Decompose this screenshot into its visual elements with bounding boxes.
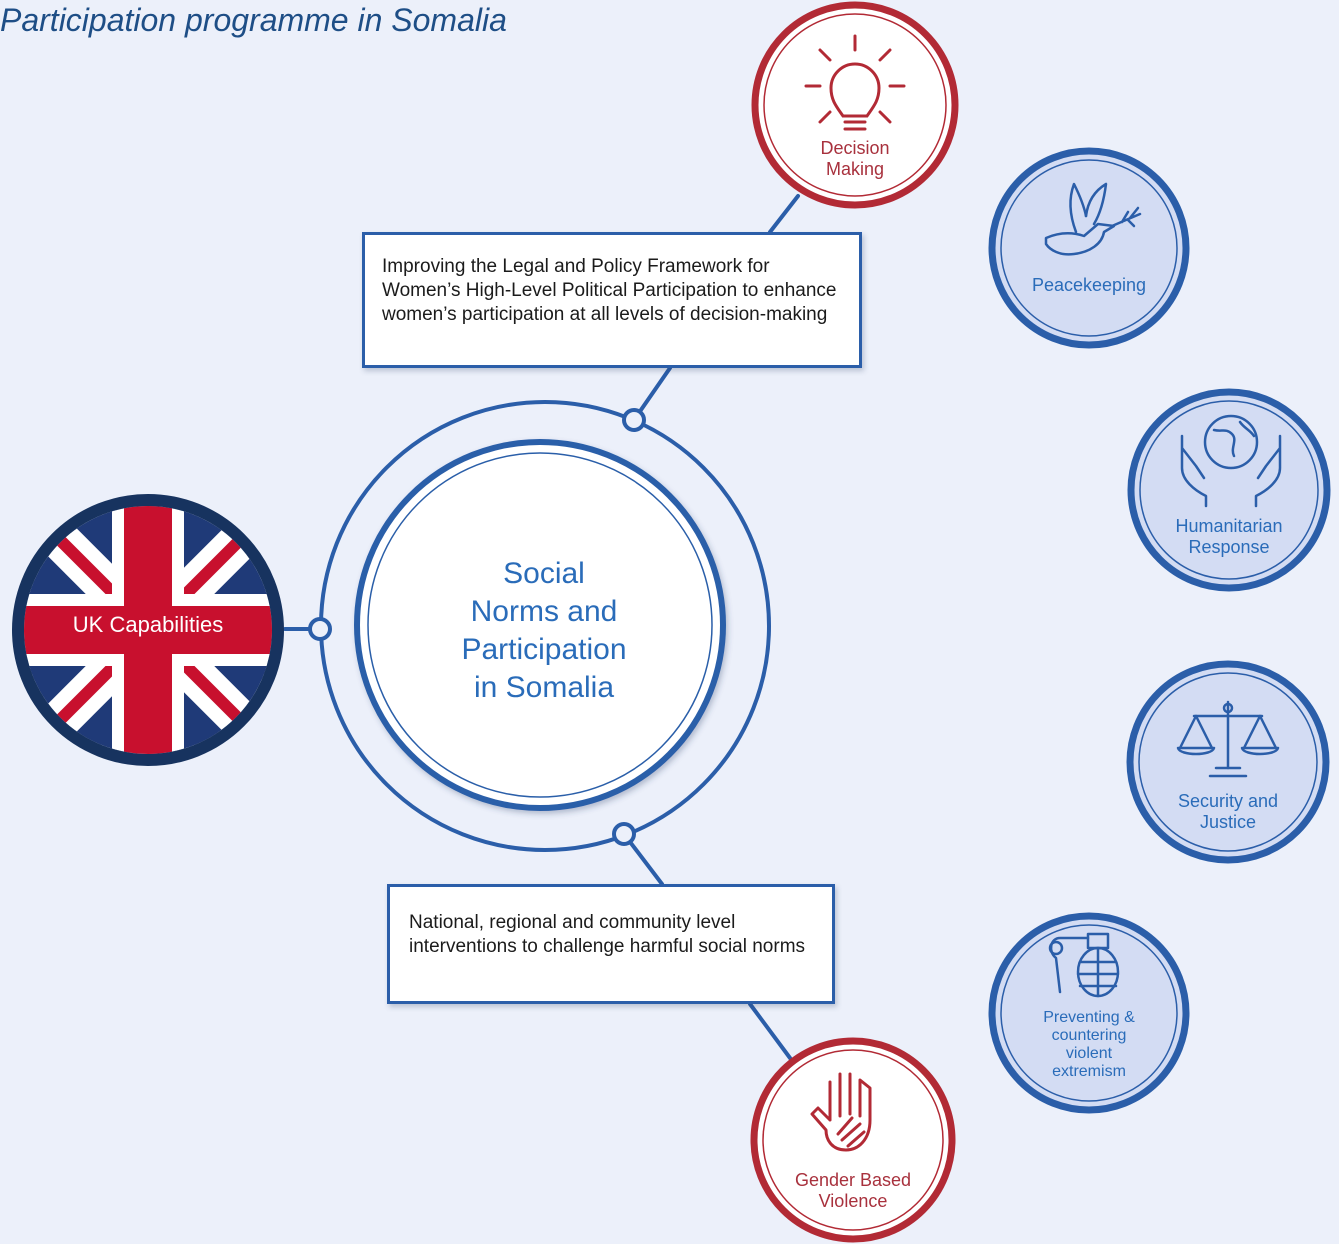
union-jack-flag xyxy=(24,506,272,754)
page-title: Participation programme in Somalia xyxy=(0,2,507,38)
gbv-node xyxy=(750,1037,956,1243)
center-label-line: Participation xyxy=(461,633,627,666)
ring-junction-top xyxy=(622,408,646,432)
ring-junction-bottom xyxy=(612,822,636,846)
center-label-line: Norms and xyxy=(470,595,618,628)
ring-junction-left xyxy=(308,617,332,641)
decision-making-label-line: Decision xyxy=(820,138,890,158)
security-justice-node xyxy=(1126,660,1330,864)
top-description-text: Improving the Legal and Policy Framework… xyxy=(382,256,837,325)
connector-bottom-box-to-gbv xyxy=(748,1002,792,1060)
center-label-line: in Somalia xyxy=(473,671,615,704)
gbv-label-line: Gender Based xyxy=(794,1170,912,1190)
peacekeeping-node xyxy=(988,147,1190,349)
decision-making-node xyxy=(751,1,959,209)
decision-making-label: Decision Making xyxy=(790,138,920,180)
bottom-description-text: National, regional and community level i… xyxy=(409,912,806,957)
scales-icon xyxy=(1176,700,1280,778)
peacekeeping-label-line: Peacekeeping xyxy=(1031,275,1147,295)
lightbulb-icon xyxy=(804,34,906,131)
humanitarian-label-line: Humanitarian xyxy=(1175,516,1283,536)
dove-icon xyxy=(1044,182,1142,256)
security-justice-label-line: Justice xyxy=(1199,812,1257,832)
bottom-description-box: National, regional and community level i… xyxy=(387,884,835,1004)
preventing-extremism-label-line: Preventing & xyxy=(1043,1009,1135,1026)
preventing-extremism-node xyxy=(988,912,1190,1114)
uk-flag-node xyxy=(12,494,284,766)
top-description-box: Improving the Legal and Policy Framework… xyxy=(362,232,862,368)
humanitarian-label-line: Response xyxy=(1188,537,1270,557)
raised-hands-icon xyxy=(810,1072,872,1152)
gbv-label: Gender Based Violence xyxy=(773,1170,933,1212)
humanitarian-label: Humanitarian Response xyxy=(1154,516,1304,558)
humanitarian-node xyxy=(1127,388,1331,592)
peacekeeping-label: Peacekeeping xyxy=(1014,275,1164,296)
preventing-extremism-label-line: violent xyxy=(1065,1045,1113,1062)
security-justice-label-line: Security and xyxy=(1177,791,1279,811)
decision-making-label-line: Making xyxy=(825,159,885,179)
preventing-extremism-label: Preventing & countering violent extremis… xyxy=(1024,1009,1154,1081)
security-justice-label: Security and Justice xyxy=(1153,791,1303,833)
grenade-icon xyxy=(1048,932,1120,998)
preventing-extremism-label-line: countering xyxy=(1051,1027,1127,1044)
central-node xyxy=(354,439,726,811)
uk-capabilities-label: UK Capabilities xyxy=(72,612,224,637)
center-label: Social Norms and Participation in Somali… xyxy=(404,555,684,707)
center-label-line: Social xyxy=(503,557,585,590)
globe-in-hands-icon xyxy=(1180,414,1282,508)
preventing-extremism-label-line: extremism xyxy=(1052,1063,1126,1080)
gbv-label-line: Violence xyxy=(818,1191,888,1211)
connector-top-to-decision xyxy=(768,194,800,234)
